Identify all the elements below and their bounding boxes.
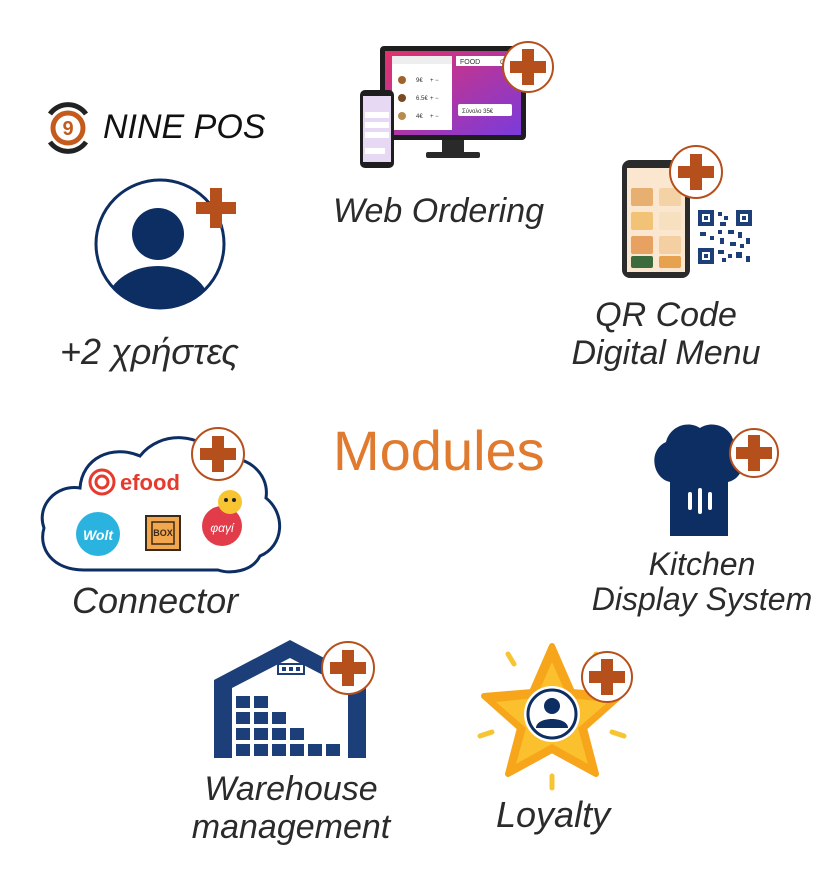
web-ordering-add-icon <box>501 40 555 94</box>
kds-label: Kitchen Display System <box>584 547 820 617</box>
warehouse-label-line1: Warehouse <box>204 770 378 808</box>
svg-text:4€: 4€ <box>416 114 423 120</box>
qr-menu-add-icon <box>668 144 724 200</box>
svg-text:+ −: + − <box>430 78 439 84</box>
devices-icon: FOOD Or 9€+ − 6.5€+ − 4€+ − Σύνολο 35€ <box>360 46 526 168</box>
svg-text:FOOD: FOOD <box>460 59 480 66</box>
brand-name: NINE POS <box>103 108 266 146</box>
svg-text:+ −: + − <box>430 114 439 120</box>
box-logo-icon: BOX <box>145 515 181 551</box>
svg-text:9: 9 <box>62 118 73 140</box>
kds-label-line2: Display System <box>591 581 813 617</box>
warehouse-label-line2: management <box>191 808 391 846</box>
web-ordering-label: Web Ordering <box>333 192 545 230</box>
svg-text:+ −: + − <box>430 96 439 102</box>
svg-text:BOX: BOX <box>153 528 173 538</box>
kds-module <box>648 420 748 542</box>
loyalty-label: Loyalty <box>496 794 611 835</box>
efood-logo-icon: efood <box>88 468 180 496</box>
svg-text:efood: efood <box>120 470 180 495</box>
user-icon <box>94 178 226 310</box>
warehouse-label: Warehouse management <box>180 770 402 846</box>
kds-label-line1: Kitchen <box>648 546 756 582</box>
qr-menu-label-line1: QR Code <box>595 296 737 334</box>
connector-add-icon <box>190 426 246 482</box>
nine-pos-logo-icon: 9 <box>47 102 89 154</box>
loyalty-add-icon <box>580 650 634 704</box>
warehouse-add-icon <box>320 640 376 696</box>
svg-text:9€: 9€ <box>416 78 423 84</box>
users-module <box>92 176 228 312</box>
qr-menu-label: QR Code Digital Menu <box>560 296 772 372</box>
cloud-icon: efood Wolt BOX φαγί <box>40 436 281 574</box>
svg-text:φαγί: φαγί <box>210 521 235 535</box>
svg-text:6.5€: 6.5€ <box>416 96 428 102</box>
chef-hat-icon <box>654 424 744 536</box>
fagi-logo-icon: φαγί <box>202 490 242 546</box>
connector-module: efood Wolt BOX φαγί <box>34 422 286 582</box>
qr-menu-module <box>620 158 760 280</box>
svg-text:Σύνολο 35€: Σύνολο 35€ <box>462 109 494 115</box>
users-add-icon <box>192 184 240 232</box>
users-label: +2 χρήστες <box>60 331 239 372</box>
svg-text:Wolt: Wolt <box>83 527 114 543</box>
qr-menu-label-line2: Digital Menu <box>571 334 761 372</box>
wolt-logo-icon: Wolt <box>76 512 120 556</box>
kds-add-icon <box>728 427 780 479</box>
qr-menu-icon <box>622 160 752 278</box>
page-title: Modules <box>333 419 545 482</box>
brand-logo: 9 <box>40 100 96 156</box>
web-ordering-module: FOOD Or 9€+ − 6.5€+ − 4€+ − Σύνολο 35€ <box>358 42 558 172</box>
connector-label: Connector <box>72 580 239 621</box>
